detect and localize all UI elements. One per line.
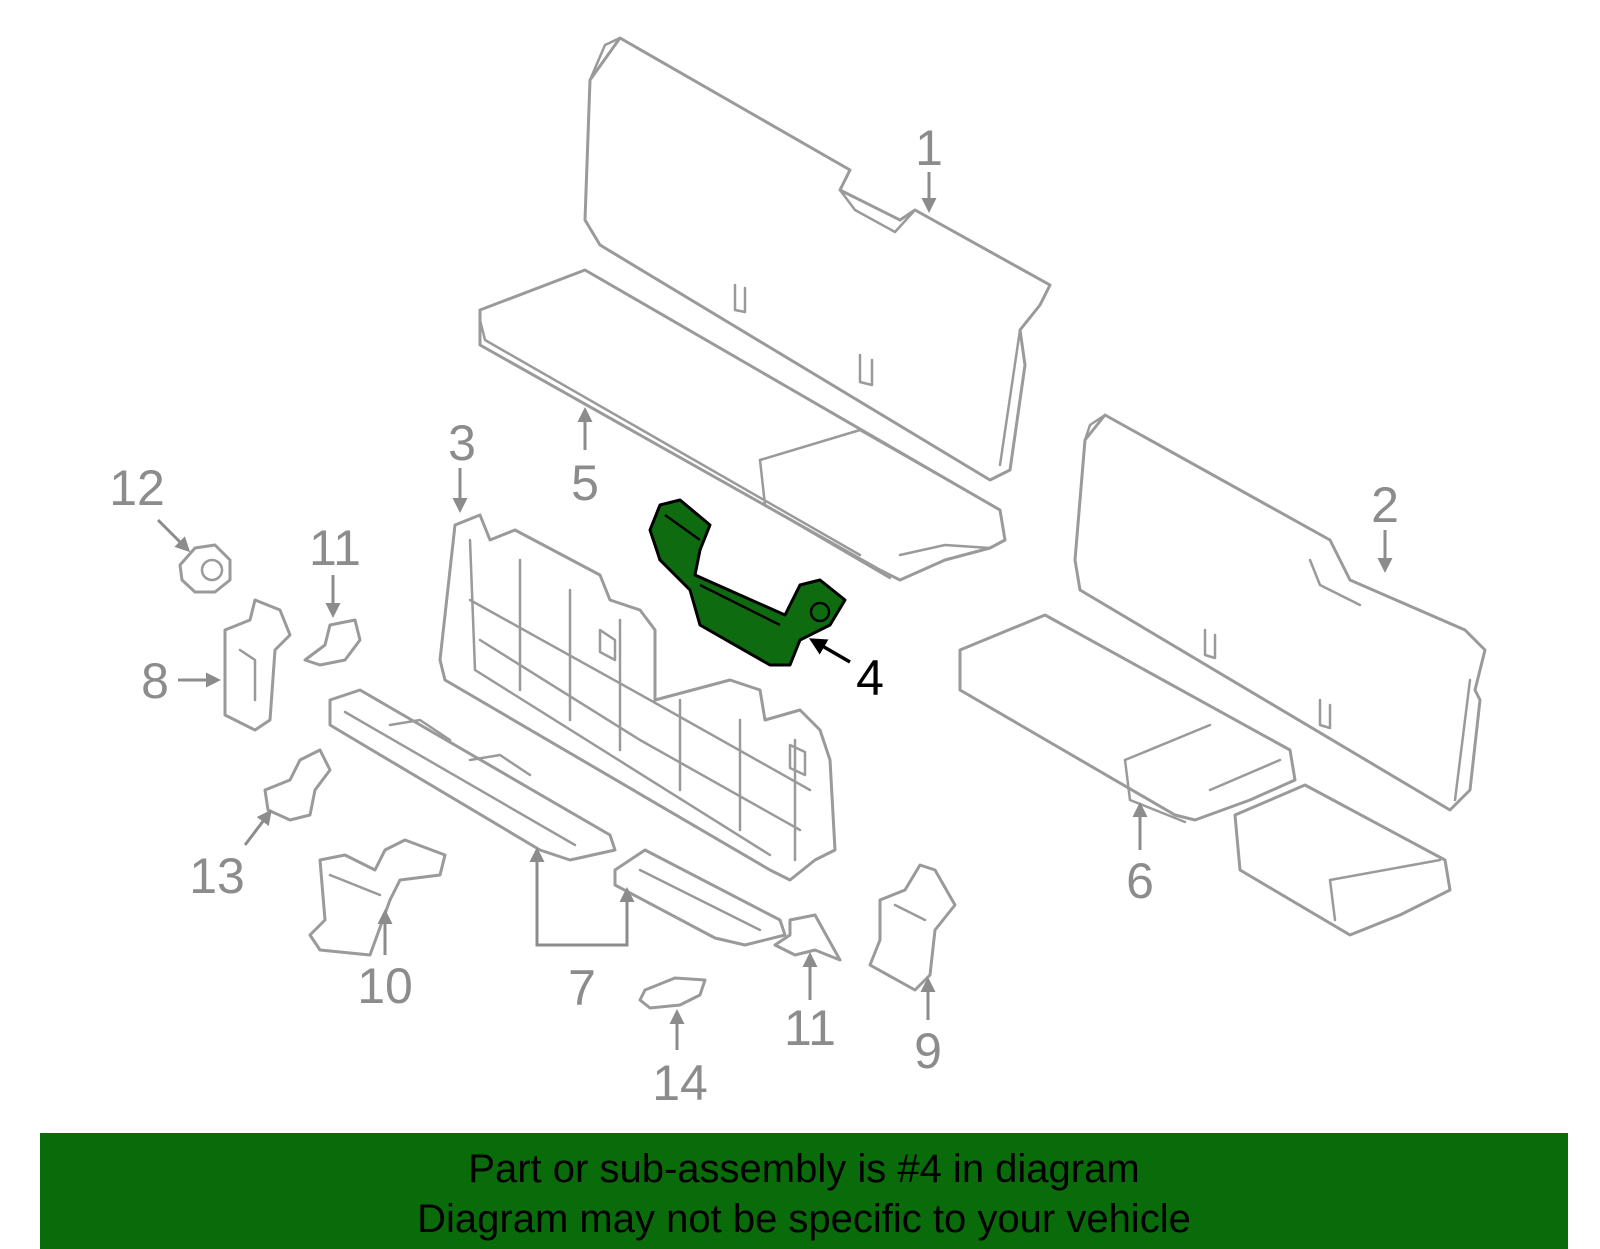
part-14-cap: [638, 976, 707, 1010]
callout-7: 7: [568, 960, 596, 1016]
part-6-seat-cushion-right: [958, 613, 1297, 824]
callout-13: 13: [189, 848, 245, 904]
leader-7: [535, 850, 635, 947]
callout-1: 1: [915, 120, 943, 176]
callout-12: 12: [109, 460, 165, 516]
leader-12: [156, 518, 191, 553]
callout-3: 3: [448, 415, 476, 471]
part-11-cover-right: [773, 913, 842, 962]
callout-9: 9: [914, 1023, 942, 1079]
part-5-seat-cushion-left: [478, 268, 1007, 582]
callout-2: 2: [1371, 477, 1399, 533]
part-4-highlighted-bracket: [648, 498, 847, 667]
leader-4: [808, 638, 851, 664]
part-7-seat-pan-left: [328, 688, 617, 862]
banner-line-disclaimer: Diagram may not be specific to your vehi…: [417, 1197, 1191, 1241]
callout-4: 4: [856, 650, 884, 706]
part-13-clip: [263, 748, 332, 822]
callout-10: 10: [357, 958, 413, 1014]
callout-11b: 11: [784, 1000, 836, 1056]
banner-line-part-info: Part or sub-assembly is #4 in diagram: [468, 1147, 1140, 1191]
callout-11a: 11: [309, 520, 361, 576]
part-12-knob: [178, 543, 232, 594]
callout-8: 8: [141, 653, 169, 709]
part-8-bracket: [223, 598, 292, 732]
armrest-cushion-right: [1233, 783, 1452, 937]
callout-6: 6: [1126, 853, 1154, 909]
info-banner: Part or sub-assembly is #4 in diagram Di…: [40, 1133, 1568, 1249]
part-3-seat-frame: [438, 513, 837, 882]
part-2-seat-back-right: [1073, 413, 1487, 812]
callout-5: 5: [571, 455, 599, 511]
part-11-cover-left: [303, 618, 362, 667]
part-1-seat-back-left: [583, 36, 1052, 482]
part-9-bracket: [868, 863, 957, 992]
part-10-latch: [308, 838, 447, 957]
leader-13: [243, 809, 272, 846]
callout-14: 14: [652, 1055, 708, 1111]
